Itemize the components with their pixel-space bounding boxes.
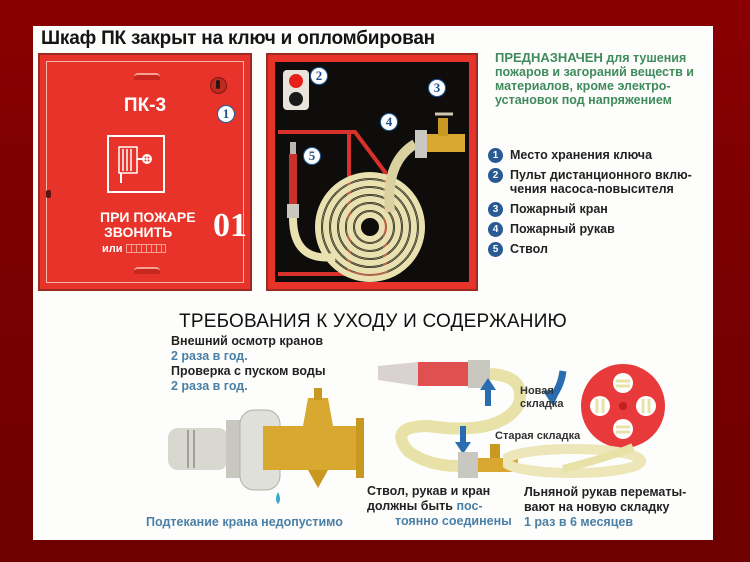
- cabinet-label: ПК-3: [123, 95, 167, 116]
- legend-number-icon: 2: [488, 168, 503, 183]
- lock-icon: [210, 77, 227, 94]
- hose-reel-drawing: [278, 70, 465, 282]
- warning-line: или: [102, 243, 123, 255]
- inspection-label: Внешний осмотр кранов: [171, 334, 324, 348]
- purpose-body: для тушения пожаров и загораний веществ …: [495, 51, 694, 107]
- poster-title: Шкаф ПК закрыт на ключ и опломбирован: [41, 28, 435, 49]
- closed-cabinet-illustration: 1 ПК-3 ПРИ ПОЖАРЕ ЗВОНИТЬ или 01: [38, 53, 252, 291]
- legend-item: 5 Ствол: [488, 242, 713, 257]
- connected-line-2: должны быть: [367, 499, 453, 513]
- rewind-line-2: вают на новую складку: [524, 500, 670, 514]
- legend-item: 3 Пожарный кран: [488, 202, 713, 217]
- rewind-line-1: Льняной рукав перематы-: [524, 485, 687, 499]
- valve-illustration: [168, 388, 364, 504]
- legend-label: Пожарный рукав: [510, 222, 615, 236]
- new-fold-line-2: складка: [520, 398, 564, 410]
- purpose-text: ПРЕДНАЗНАЧЕН для тушения пожаров и загор…: [495, 50, 710, 108]
- keyhole-icon: [46, 190, 51, 198]
- new-fold-label: Новая складка: [520, 385, 563, 411]
- legend-label: Ствол: [510, 242, 548, 256]
- badge-3: 3: [428, 79, 446, 97]
- connected-line-2-blue: пос-: [456, 499, 483, 513]
- leak-note: Подтекание крана недопустимо: [146, 515, 343, 529]
- phone-number: 01: [213, 207, 247, 244]
- water-test-label: Проверка с пуском воды: [171, 364, 326, 378]
- legend-item: 2 Пульт дистанционного вклю-чения насоса-…: [488, 168, 713, 196]
- legend-item: 4 Пожарный рукав: [488, 222, 713, 237]
- legend-number-icon: 3: [488, 202, 503, 217]
- cabinet-interior: [275, 62, 469, 282]
- rewind-note: Льняной рукав перематы- вают на новую ск…: [524, 485, 686, 530]
- open-cabinet-illustration: 2 3 4 5: [266, 53, 478, 291]
- poster-panel: Шкаф ПК закрыт на ключ и опломбирован 1 …: [33, 26, 713, 540]
- new-fold-line-1: Новая: [520, 385, 554, 397]
- water-test-frequency: 2 раза в год.: [171, 379, 248, 393]
- inspection-text: Внешний осмотр кранов 2 раза в год. Пров…: [171, 334, 326, 394]
- hose-rewind-illustration: [503, 364, 665, 478]
- badge-2: 2: [310, 67, 328, 85]
- warning-line: ЗВОНИТЬ: [104, 224, 173, 240]
- old-fold-label: Старая складка: [495, 430, 581, 442]
- badge-1: 1: [217, 105, 235, 123]
- inspection-frequency: 2 раза в год.: [171, 349, 248, 363]
- connected-note: Ствол, рукав и кран должны быть пос- тоя…: [367, 484, 512, 529]
- door-frame: [46, 61, 244, 283]
- connected-line-1: Ствол, рукав и кран: [367, 484, 491, 498]
- purpose-caps: ПРЕДНАЗНАЧЕН: [495, 50, 603, 65]
- warning-line: ПРИ ПОЖАРЕ: [100, 209, 196, 225]
- legend-number-icon: 4: [488, 222, 503, 237]
- legend-number-icon: 1: [488, 148, 503, 163]
- badge-4: 4: [380, 113, 398, 131]
- legend-list: 1 Место хранения ключа 2 Пульт дистанционн…: [488, 148, 713, 262]
- legend-number-icon: 5: [488, 242, 503, 257]
- rewind-frequency: 1 раз в 6 месяцев: [524, 515, 634, 529]
- phone-dial-icon: [126, 243, 167, 253]
- badge-5: 5: [303, 147, 321, 165]
- fire-call-warning: ПРИ ПОЖАРЕ ЗВОНИТЬ или 01: [100, 209, 247, 257]
- legend-label: Место хранения ключа: [510, 148, 653, 162]
- legend-label: Пульт дистанционного вклю-чения насоса-п…: [510, 168, 692, 196]
- bottom-handle: [134, 267, 160, 274]
- legend-label: Пожарный кран: [510, 202, 608, 216]
- legend-item: 1 Место хранения ключа: [488, 148, 713, 163]
- fire-hose-sign-icon: [107, 135, 165, 193]
- top-handle: [134, 73, 160, 80]
- requirements-title: ТРЕБОВАНИЯ К УХОДУ И СОДЕРЖАНИЮ: [179, 311, 567, 332]
- connected-line-3: тоянно соединены: [395, 514, 512, 528]
